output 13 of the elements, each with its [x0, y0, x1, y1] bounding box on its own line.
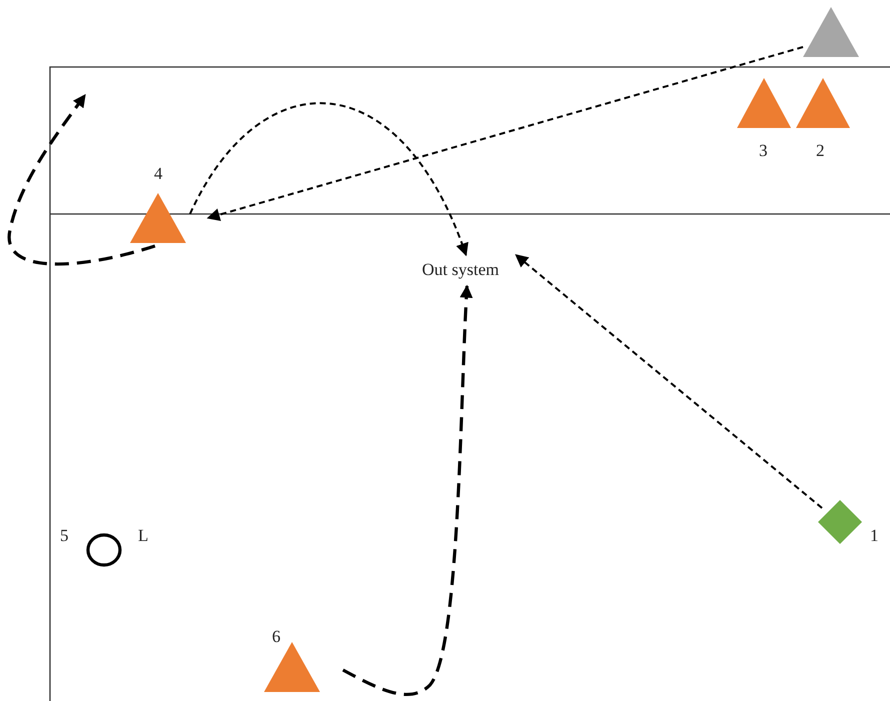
position-number: 6: [272, 628, 280, 646]
position-number: 1: [870, 527, 878, 545]
movement-arrow: [515, 254, 823, 509]
movement-arrow: [206, 46, 804, 222]
zone-label: Out system: [422, 261, 499, 279]
position-number: 2: [816, 142, 824, 160]
movement-arrow: [8, 94, 156, 266]
position-letter: L: [138, 527, 148, 545]
position-number: 4: [154, 165, 162, 183]
position-number: 3: [759, 142, 768, 160]
movement-arrow: [342, 284, 473, 696]
movement-arrow: [189, 102, 468, 256]
position-number: 5: [60, 527, 68, 545]
